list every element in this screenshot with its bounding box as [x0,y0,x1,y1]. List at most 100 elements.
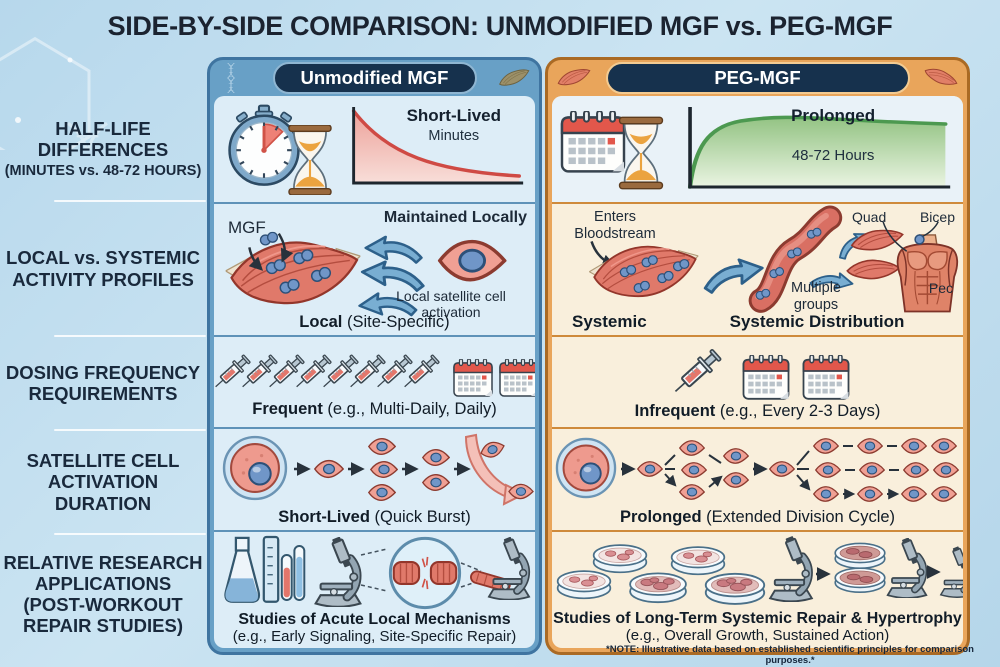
muscle-icon [586,240,703,303]
bicep-marker [914,234,925,245]
row-label-subtext: (MINUTES vs. 48-72 HOURS) [4,163,202,180]
calendar-icon [453,359,493,397]
calendar-icon [742,355,789,400]
peg-panel-header-band: PEG-MGF [548,60,967,96]
half-life-title: Prolonged [791,106,876,125]
row-label-text: RELATIVE RESEARCH APPLICATIONS (POST-WOR… [3,551,203,637]
muscle-icon [223,236,365,309]
caption-rest: (Site-Specific) [342,313,450,331]
petri-dish-icon [704,572,765,605]
stopwatch-hourglass-icon [228,104,333,195]
petri-dish-icon [556,569,611,599]
caption-rest: (e.g., Every 2-3 Days) [715,402,881,420]
petri-dish-icon [670,545,725,575]
cell-division-scene [555,437,959,507]
row-label-research: RELATIVE RESEARCH APPLICATIONS (POST-WOR… [0,535,206,653]
muscle-tear-icon [388,536,461,609]
caption-line2: (e.g., Early Signaling, Site-Specific Re… [232,627,517,645]
label-divider [54,200,206,202]
microscope-icon [940,546,963,597]
bicep-label: Bicep [919,209,955,225]
half-life-row-left: Short-Lived Minutes [214,96,535,202]
microscope-icon [887,537,926,598]
muscle-decoration-icon [923,64,959,90]
dosing-caption-left: Frequent (e.g., Multi-Daily, Daily) [252,400,496,419]
activity-row-left: MGF Maintained Locally Local satellite c… [214,202,535,335]
unmodified-mgf-panel: Unmodified MGF Short-Lived Minutes [207,57,542,655]
satellite-row-left: Short-Lived (Quick Burst) [214,427,535,530]
cell-icon [680,461,707,478]
multiple-groups-label: Multiple groups [791,280,841,313]
caption-bold: Prolonged [619,507,702,526]
cell-icon [814,461,841,478]
petri-stack-icon [833,542,886,593]
peg-mgf-panel: PEG-MGF Prolonged 48-72 Hours [545,57,970,655]
cell-icon [367,483,396,501]
half-life-row-right: Prolonged 48-72 Hours [552,96,963,202]
cell-icon [930,437,957,454]
cell-division-scene [222,433,534,506]
cell-icon [678,439,705,456]
dosing-icons-right [666,343,850,401]
cell-icon [768,460,795,477]
dosing-icons-left [214,345,535,399]
caption-line2: (e.g., Overall Growth, Sustained Action) [625,626,890,644]
calendar-icon [802,355,849,400]
research-icons-left [223,535,535,609]
cell-icon [636,460,663,477]
petri-dish-icon [592,543,647,573]
caption-line1: Studies of Acute Local Mechanisms [238,610,511,628]
half-life-chart-right: Prolonged 48-72 Hours [678,103,955,195]
half-life-subtitle: 48-72 Hours [791,147,875,164]
satellite-cell-large-icon [555,437,616,498]
decay-curve [351,107,524,185]
peg-mgf-header: PEG-MGF [605,62,910,94]
cell-icon [900,485,927,502]
cell-icon [932,461,959,478]
systemic-caption: Systemic [572,312,647,332]
mgf-label: MGF [228,218,266,237]
caption-bold: Infrequent [634,402,716,420]
cell-icon [722,447,749,464]
cell-icon [367,437,396,455]
curved-arrow-icon [359,259,427,293]
half-life-title: Short-Lived [406,106,502,125]
syringe-icon [399,352,442,393]
quad-label: Quad [852,209,887,225]
caption-rest: (e.g., Multi-Daily, Daily) [322,400,497,418]
activity-row-right: Enters Bloodstream Quad Bicep Pec Multip… [552,202,963,335]
systemic-distribution-caption: Systemic Distribution [729,312,905,332]
row-label-satellite: SATELLITE CELL ACTIVATION DURATION [0,431,206,533]
cell-icon [722,471,749,488]
footnote: *NOTE: Illustrative data based on establ… [606,644,974,666]
cell-icon [678,483,705,500]
flask-icon [223,535,305,603]
research-icons-right [556,536,963,605]
cell-icon [313,459,344,478]
caption-rest: (Quick Burst) [369,507,471,526]
row-label-activity: LOCAL vs. SYSTEMIC ACTIVITY PROFILES [0,202,206,335]
enters-bloodstream-label: Enters Bloodstream [574,209,656,242]
syringe-icon [667,346,724,400]
local-caption: Local (Site-Specific) [214,313,535,332]
cell-icon [930,485,957,502]
cell-icon [421,473,450,491]
row-label-text: HALF-LIFE DIFFERENCES [37,117,169,160]
cell-icon [421,448,450,466]
local-activity-scene [223,231,507,322]
curved-arrow-icon [699,254,767,295]
muscle-small-icon [846,258,901,281]
satellite-cell-large-icon [222,435,287,500]
dosing-caption-right: Infrequent (e.g., Every 2-3 Days) [635,402,881,421]
microscope-icon [488,536,528,599]
torso-icon [896,233,959,313]
caption-rest: (Extended Division Cycle) [701,507,896,526]
muscle-small-icon [849,224,906,256]
row-label-half-life: HALF-LIFE DIFFERENCES (MINUTES vs. 48-72… [0,97,206,200]
dosing-row-right: Infrequent (e.g., Every 2-3 Days) [552,335,963,427]
row-label-text: LOCAL vs. SYSTEMIC ACTIVITY PROFILES [6,247,200,290]
calendar-icon [499,359,535,397]
unmodified-panel-header-band: Unmodified MGF [210,60,539,96]
cell-icon [856,437,883,454]
